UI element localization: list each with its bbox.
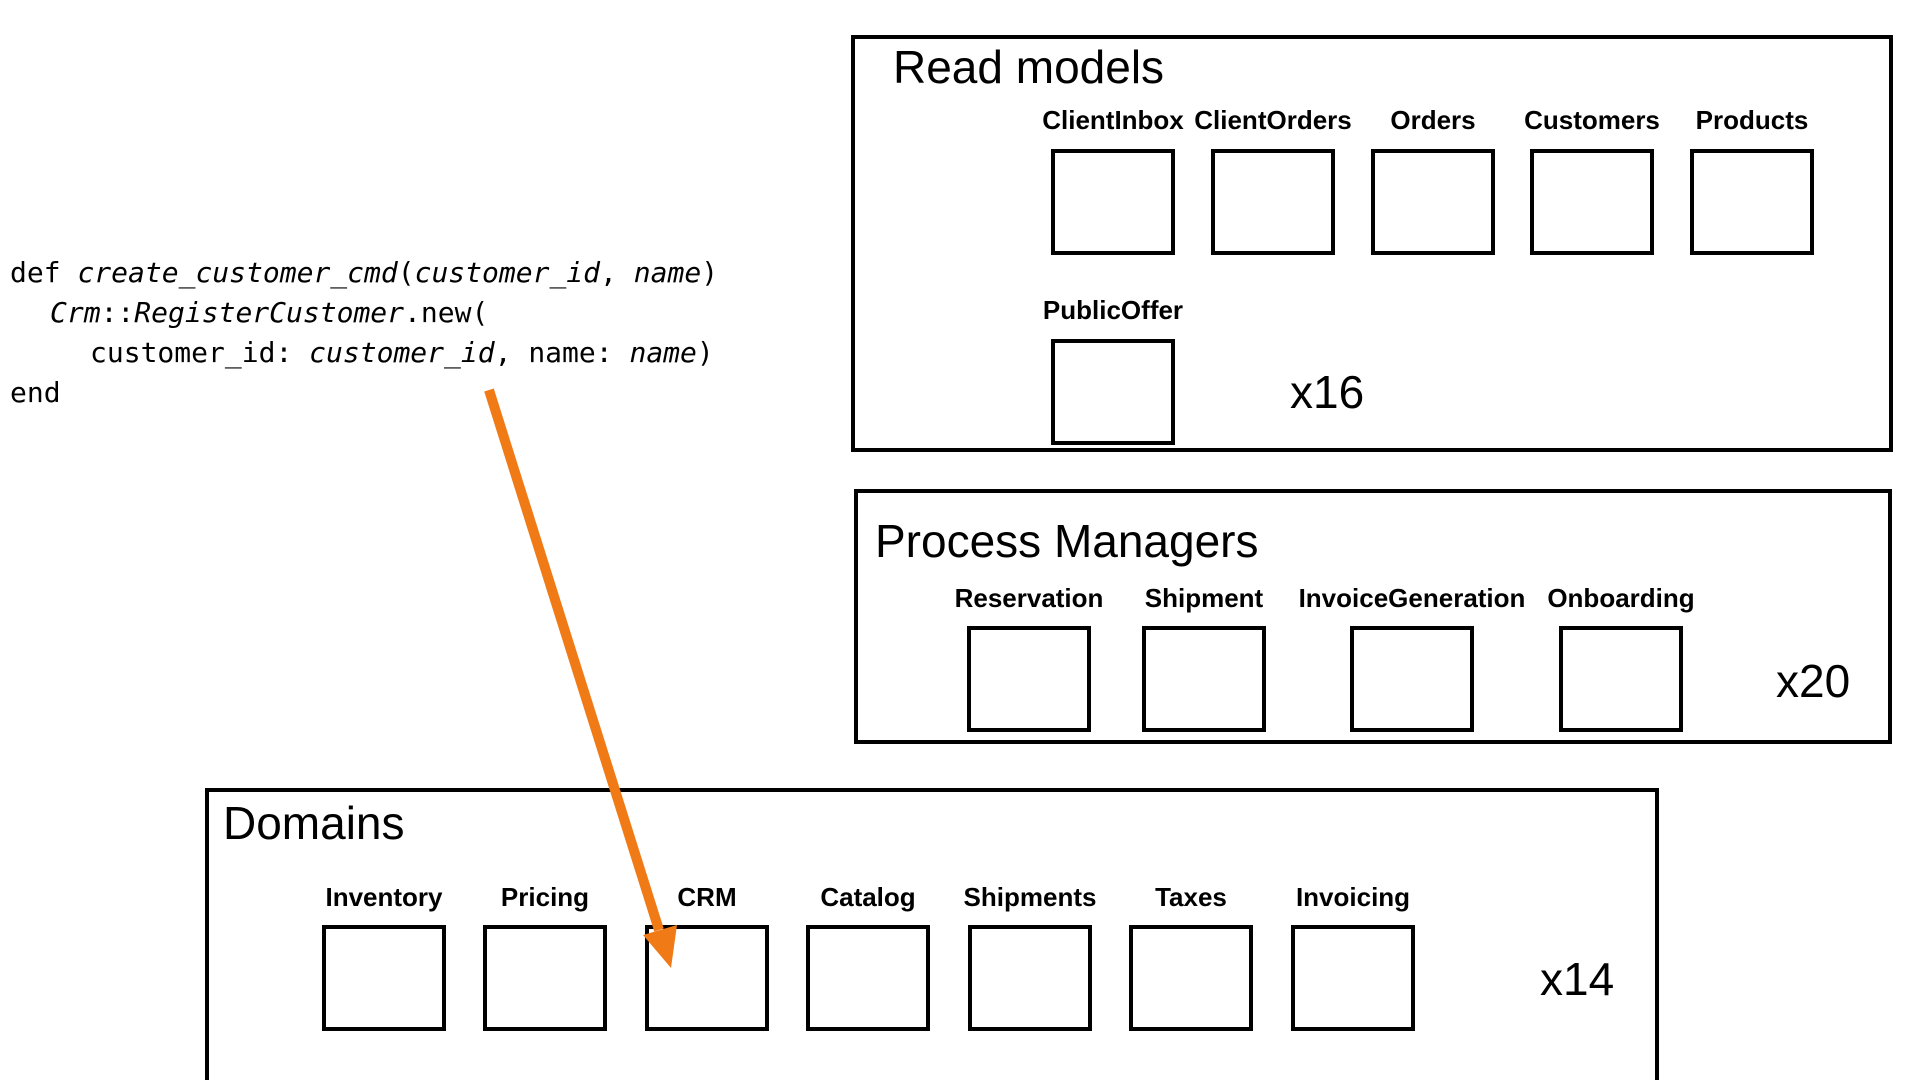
- domain-box-invoicing: [1291, 925, 1415, 1031]
- domain-label-catalog: Catalog: [820, 882, 915, 912]
- domains-count: x14: [1540, 953, 1614, 1005]
- process-managers-group: Process Managers Reservation Shipment In…: [854, 489, 1892, 744]
- code-arg-customer-id: customer_id: [415, 256, 602, 290]
- read-model-label-products: Products: [1696, 105, 1809, 135]
- read-models-title: Read models: [893, 41, 1164, 93]
- process-manager-label-onboarding: Onboarding: [1547, 583, 1694, 613]
- code-line-4: end: [10, 376, 61, 409]
- domains-title: Domains: [223, 797, 405, 849]
- arrow-head-icon: [643, 925, 677, 968]
- read-models-group: Read models ClientInbox ClientOrders Ord…: [851, 35, 1893, 452]
- process-manager-box-onboarding: [1559, 626, 1683, 732]
- domain-box-shipments: [968, 925, 1092, 1031]
- code-snippet: def create_customer_cmd(customer_id, nam…: [10, 256, 718, 409]
- domain-label-pricing: Pricing: [501, 882, 589, 912]
- code-line-1: def create_customer_cmd(customer_id, nam…: [10, 256, 718, 290]
- code-val-customer-id: customer_id: [309, 336, 496, 370]
- domain-box-inventory: [322, 925, 446, 1031]
- process-managers-frame: [854, 489, 1892, 744]
- domain-box-crm: [645, 925, 769, 1031]
- code-val-name: name: [629, 336, 696, 369]
- read-model-label-publicoffer: PublicOffer: [1043, 295, 1183, 325]
- read-model-label-orders: Orders: [1390, 105, 1475, 135]
- read-model-label-customers: Customers: [1524, 105, 1660, 135]
- domain-box-catalog: [806, 925, 930, 1031]
- domains-frame: [205, 788, 1659, 1080]
- process-managers-title: Process Managers: [875, 515, 1259, 567]
- process-manager-box-reservation: [967, 626, 1091, 732]
- domain-box-pricing: [483, 925, 607, 1031]
- process-manager-box-invoicegeneration: [1350, 626, 1474, 732]
- process-managers-count: x20: [1776, 655, 1850, 707]
- code-class-name: RegisterCustomer: [134, 296, 404, 329]
- code-scope-sep: ::: [101, 296, 135, 329]
- read-model-box-clientinbox: [1051, 149, 1175, 255]
- code-key-customer-id: customer_id: [90, 336, 275, 370]
- code-colon-1: :: [275, 336, 309, 369]
- read-models-frame: [851, 35, 1893, 452]
- code-keyword-def: def: [10, 256, 61, 289]
- code-module: Crm: [50, 296, 101, 329]
- domains-group: Domains Inventory Pricing CRM Catalog Sh…: [205, 788, 1659, 1080]
- read-model-label-clientinbox: ClientInbox: [1042, 105, 1184, 135]
- process-manager-label-reservation: Reservation: [955, 583, 1104, 613]
- read-model-box-orders: [1371, 149, 1495, 255]
- code-colon-2: :: [596, 336, 630, 369]
- code-keyword-end: end: [10, 376, 61, 409]
- code-key-name: name: [528, 336, 595, 369]
- arrow-shaft: [484, 388, 664, 932]
- domain-label-invoicing: Invoicing: [1296, 882, 1410, 912]
- domain-box-taxes: [1129, 925, 1253, 1031]
- read-model-box-clientorders: [1211, 149, 1335, 255]
- code-close-paren: ): [701, 256, 718, 289]
- process-manager-box-shipment: [1142, 626, 1266, 732]
- process-manager-label-invoicegeneration: InvoiceGeneration: [1299, 583, 1526, 613]
- read-model-box-customers: [1530, 149, 1654, 255]
- code-line-2: Crm::RegisterCustomer.new(: [50, 296, 488, 329]
- code-close-paren-2: ): [697, 336, 714, 369]
- code-open-paren: (: [398, 256, 415, 289]
- read-model-box-products: [1690, 149, 1814, 255]
- domain-label-inventory: Inventory: [325, 882, 443, 912]
- code-line-3: customer_id: customer_id, name: name): [90, 336, 714, 370]
- domain-label-shipments: Shipments: [964, 882, 1097, 912]
- code-method-call: .new(: [404, 296, 488, 329]
- read-model-label-clientorders: ClientOrders: [1194, 105, 1352, 135]
- domain-label-taxes: Taxes: [1155, 882, 1227, 912]
- process-manager-label-shipment: Shipment: [1145, 583, 1264, 613]
- code-function-name: create_customer_cmd: [77, 256, 398, 290]
- code-comma-2: ,: [495, 336, 529, 369]
- code-comma: ,: [600, 256, 634, 289]
- domain-label-crm: CRM: [677, 882, 736, 912]
- command-arrow: [484, 388, 677, 968]
- code-arg-name: name: [634, 256, 701, 289]
- read-model-box-publicoffer: [1051, 339, 1175, 445]
- read-models-count: x16: [1290, 366, 1364, 418]
